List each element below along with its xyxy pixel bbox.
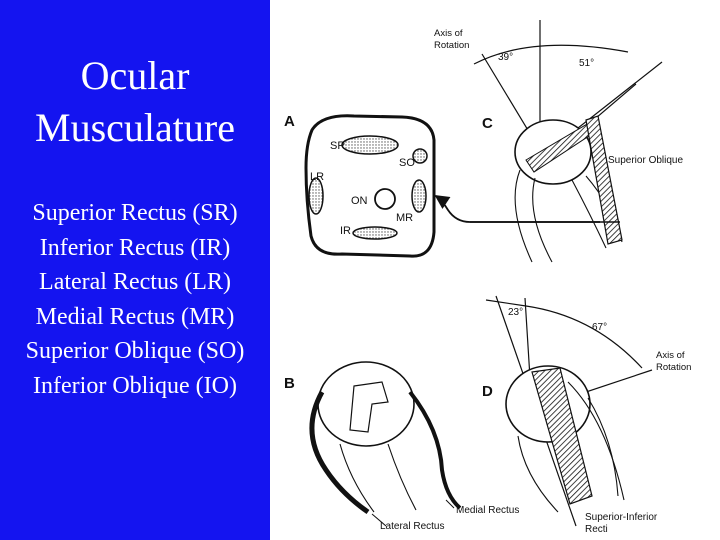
- lr-label: LR: [310, 171, 324, 183]
- panel-c-angle-right: 51°: [579, 58, 594, 69]
- panel-d-axis-label-1: Axis of: [656, 350, 685, 361]
- panel-a-letter: A: [284, 113, 295, 130]
- panel-d-angle-right: 67°: [592, 322, 607, 333]
- ir-label: IR: [340, 225, 351, 237]
- panel-c-angle-left: 39°: [498, 52, 513, 63]
- panel-b-muscle-outline: [387, 443, 417, 511]
- medial-rectus-shape: [408, 390, 462, 510]
- sr-muscle-shape: [341, 135, 399, 155]
- sr-label: SR: [330, 140, 345, 152]
- panel-d-muscle-outline: [517, 435, 559, 513]
- ir-muscle-shape: [352, 226, 398, 240]
- muscle-list-item: Superior Oblique (SO): [25, 338, 245, 365]
- medial-rectus-label: Medial Rectus: [456, 505, 519, 516]
- panel-c-muscle-label: Superior Oblique: [608, 155, 683, 166]
- panel-d-muscle-outline: [567, 381, 625, 501]
- panel-c-angle-arc: [473, 44, 629, 65]
- slide-title: Ocular Musculature: [0, 50, 270, 154]
- muscle-list-item: Inferior Oblique (IO): [33, 372, 237, 399]
- muscle-list-item: Superior Rectus (SR): [32, 200, 238, 226]
- lateral-rectus-shape: [309, 390, 370, 515]
- mr-label: MR: [396, 212, 413, 224]
- panel-d-angle-arc: [485, 299, 643, 369]
- panel-c-axis-label-1: Axis of: [434, 28, 463, 39]
- panel-b-muscle-outline: [339, 443, 375, 513]
- panel-c-axis-label-2: Rotation: [434, 40, 469, 51]
- muscle-list-item: Lateral Rectus (LR): [39, 269, 231, 296]
- panel-c-muscle-outline: [514, 169, 533, 263]
- lr-muscle-shape: [308, 177, 324, 215]
- so-label: SO: [399, 157, 415, 169]
- panel-d-angle-left: 23°: [508, 307, 523, 318]
- recti-label-1: Superior-Inferior: [585, 512, 658, 523]
- medial-rectus-leader: [445, 499, 455, 509]
- section-arrow: [434, 195, 600, 223]
- so-muscle-shape: [412, 148, 428, 164]
- panel-a: A SR SO LR ON MR IR: [284, 113, 600, 258]
- anatomy-figure: A SR SO LR ON MR IR C Axis of Rota: [270, 0, 720, 540]
- superior-inferior-recti: [531, 367, 593, 505]
- title-line-2: Musculature: [35, 105, 235, 150]
- panel-c: C Axis of Rotation 39° 51° Superior Obli…: [434, 20, 683, 263]
- panel-c-letter: C: [482, 115, 493, 132]
- mr-muscle-shape: [411, 179, 427, 213]
- lateral-rectus-leader: [371, 513, 387, 527]
- panel-d: D 23° 67° Axis of Rotation Superior-Infe…: [482, 295, 691, 535]
- panel-d-axis-label-2: Rotation: [656, 362, 691, 373]
- panel-b: B Medial Rectus Lateral Rectus: [284, 361, 519, 532]
- recti-label-2: Recti: [585, 524, 608, 535]
- panel-b-cornea: [349, 381, 389, 433]
- optic-nerve-shape: [374, 188, 396, 210]
- superior-oblique-muscle: [585, 115, 623, 245]
- orbit-outline: [304, 114, 436, 258]
- panel-b-letter: B: [284, 375, 295, 392]
- title-panel: Ocular Musculature Superior Rectus (SR) …: [0, 0, 270, 540]
- figure-svg: A SR SO LR ON MR IR C Axis of Rota: [284, 20, 691, 535]
- panel-c-muscle-outline: [532, 177, 553, 263]
- panel-c-muscle-outline: [571, 179, 607, 249]
- on-label: ON: [351, 195, 368, 207]
- lateral-rectus-label: Lateral Rectus: [380, 521, 444, 532]
- muscle-list-item: Inferior Rectus (IR): [39, 234, 231, 261]
- title-line-1: Ocular: [80, 53, 190, 98]
- panel-d-letter: D: [482, 383, 493, 400]
- muscle-list: Superior Rectus (SR) Inferior Rectus (IR…: [0, 196, 270, 404]
- muscle-list-item: Medial Rectus (MR): [35, 303, 235, 330]
- panel-d-muscle-outline: [587, 397, 619, 497]
